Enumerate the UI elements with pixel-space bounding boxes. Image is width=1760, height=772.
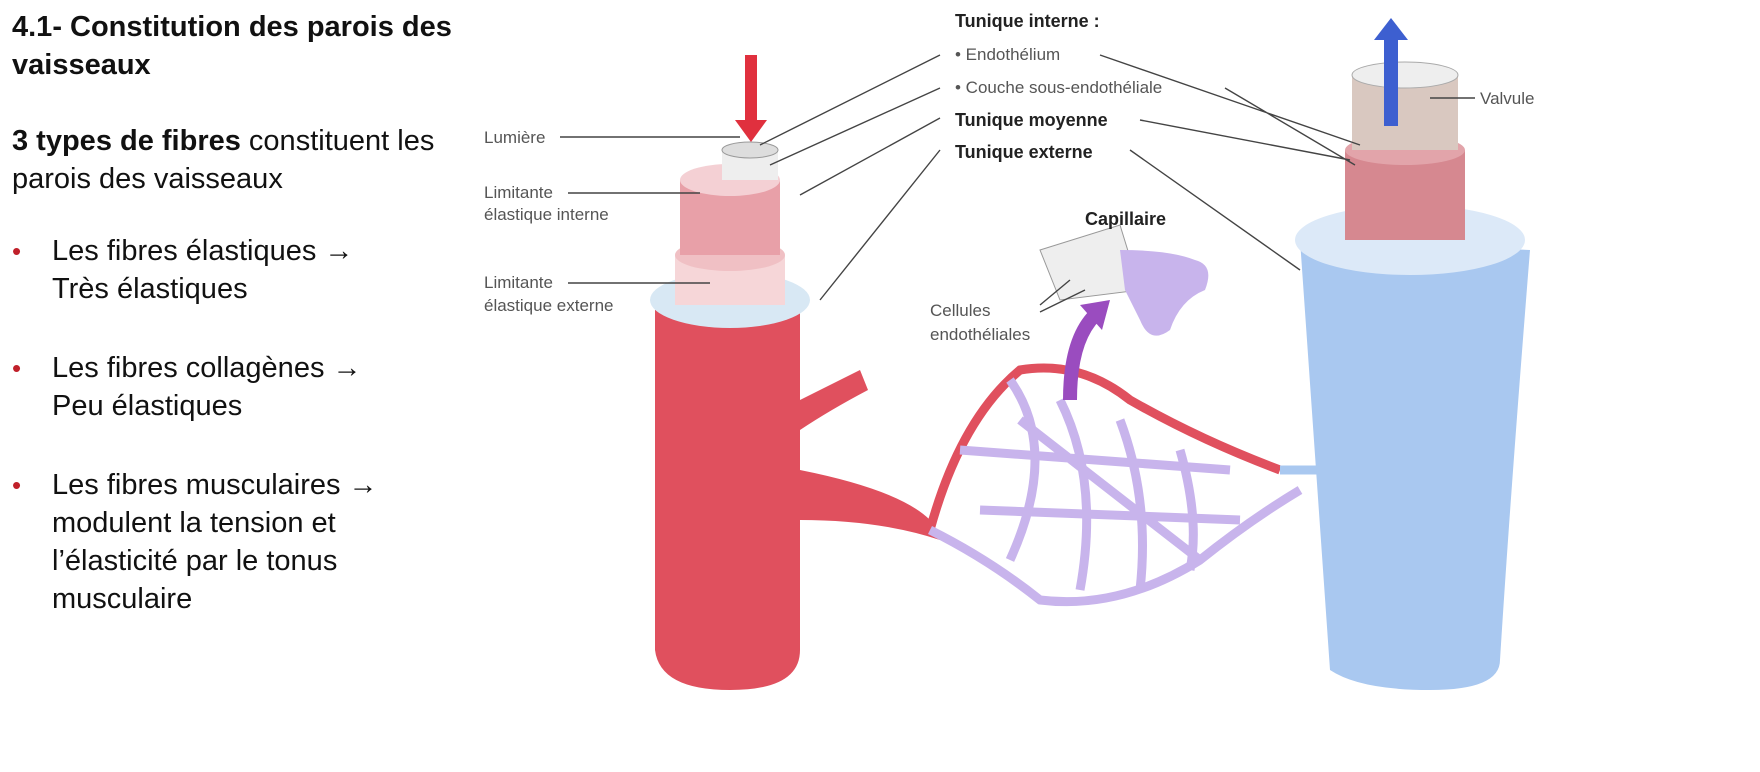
text-panel: 4.1- Constitution des parois des vaissea… bbox=[12, 8, 472, 659]
bullet-icon: • bbox=[12, 470, 22, 500]
list-item: • Les fibres musculaires → modulent la ten… bbox=[12, 466, 432, 618]
label-capillaire: Capillaire bbox=[1085, 209, 1166, 229]
capillary-inset bbox=[1039, 224, 1209, 336]
label-endothelium: • Endothélium bbox=[955, 45, 1060, 64]
label-tunique-externe: Tunique externe bbox=[955, 142, 1093, 162]
bullet-text: Les fibres élastiques → bbox=[52, 235, 354, 267]
label-limitante-interne-2: élastique interne bbox=[484, 205, 609, 224]
purple-arrow-icon bbox=[1063, 300, 1110, 401]
label-limitante-externe: Limitante bbox=[484, 273, 553, 292]
intro-rest: constituent les parois des vaisseaux bbox=[12, 125, 435, 195]
label-valvule: Valvule bbox=[1480, 89, 1535, 108]
red-inflow-arrow-icon bbox=[735, 55, 767, 142]
slide-title: 4.1- Constitution des parois des vaissea… bbox=[12, 11, 452, 81]
list-item: • Les fibres collagènes → Peu élastiques bbox=[12, 349, 472, 425]
label-tunique-moyenne: Tunique moyenne bbox=[955, 110, 1108, 130]
label-cellules-2: endothéliales bbox=[930, 325, 1030, 344]
bullet-text: Peu élastiques bbox=[52, 390, 243, 422]
bullet-text: Les fibres collagènes → bbox=[52, 352, 362, 384]
bullet-icon: • bbox=[12, 236, 22, 266]
label-tunique-interne: Tunique interne : bbox=[955, 11, 1100, 31]
leader-lines bbox=[560, 54, 1475, 313]
bullet-icon: • bbox=[12, 353, 22, 383]
intro-text: 3 types de fibres constituent les parois… bbox=[12, 122, 472, 198]
label-couche-sous-endotheliale: • Couche sous-endothéliale bbox=[955, 78, 1162, 97]
bullet-text: Très élastiques bbox=[52, 273, 248, 305]
fiber-list: • Les fibres élastiques → Très élastiques… bbox=[12, 232, 472, 618]
artery bbox=[650, 141, 940, 690]
label-cellules: Cellules bbox=[930, 301, 990, 320]
blue-outflow-arrow-icon bbox=[1374, 18, 1408, 126]
label-limitante-interne: Limitante bbox=[484, 183, 553, 202]
list-item: • Les fibres élastiques → Très élastiques bbox=[12, 232, 472, 308]
intro-bold: 3 types de fibres bbox=[12, 125, 241, 157]
bullet-text: modulent la tension et l’élasticité par … bbox=[52, 507, 338, 615]
vessel-diagram: Tunique interne : • Endothélium • Couche… bbox=[484, 11, 1535, 690]
label-lumiere: Lumière bbox=[484, 128, 545, 147]
vein bbox=[1295, 61, 1530, 690]
capillary-network bbox=[925, 363, 1330, 607]
bullet-text: Les fibres musculaires → bbox=[52, 469, 378, 501]
label-limitante-externe-2: élastique externe bbox=[484, 296, 613, 315]
